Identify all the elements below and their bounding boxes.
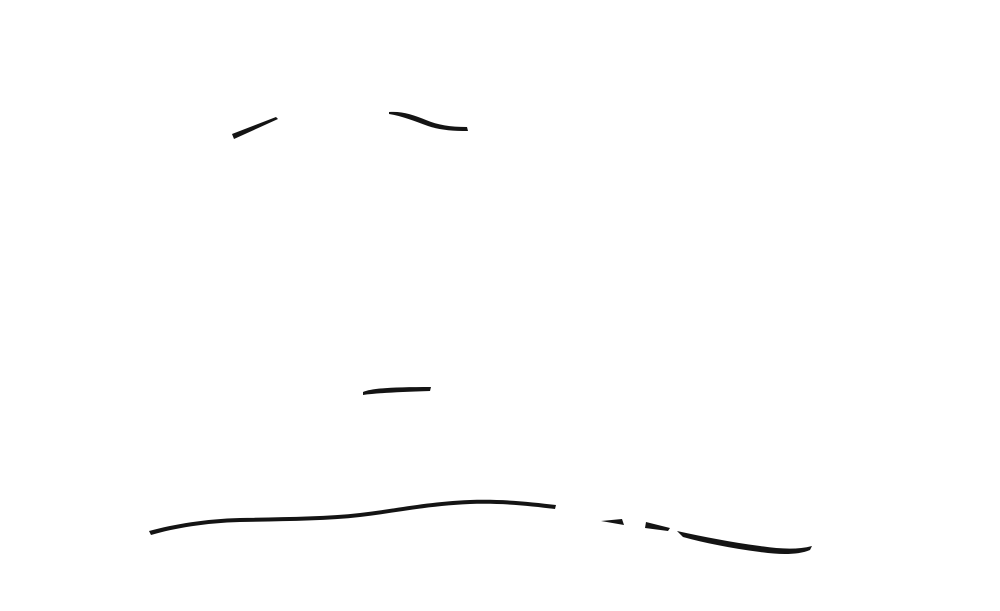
stroke-bottom-wave [149,499,556,535]
stroke-upper-left-dash [232,117,278,139]
stroke-bottom-fragment-1 [601,519,624,525]
stroke-bottom-right-curve [677,531,812,555]
stroke-middle-dash [363,387,431,395]
stroke-upper-right-curve [389,111,468,131]
stroke-bottom-fragment-2 [645,522,670,531]
